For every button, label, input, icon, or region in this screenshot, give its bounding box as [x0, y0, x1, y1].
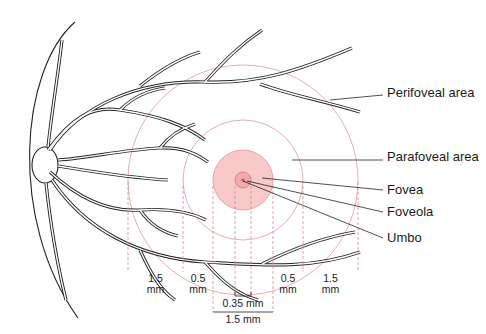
vessel-outline	[58, 166, 168, 180]
region-label: Fovea	[387, 183, 479, 197]
vessel-lumen	[48, 109, 205, 150]
dimension-label: 0.35 mm	[215, 298, 271, 309]
vessel-outline	[120, 88, 165, 110]
vessel-outline	[48, 109, 205, 150]
vessel-lumen	[140, 250, 175, 300]
leader-lines	[243, 95, 383, 238]
vessel-outline	[46, 183, 66, 300]
vessel-lumen	[262, 232, 355, 264]
vessel-lumen	[205, 30, 262, 82]
vessel-outline	[205, 30, 262, 82]
vessel-lumen	[50, 48, 352, 150]
vessel-lumen	[120, 88, 165, 110]
vessel-outline	[260, 84, 360, 112]
vessel-lumen	[260, 84, 360, 112]
dimension-label: 0.5 mm	[276, 273, 300, 295]
vessel-lumen	[58, 166, 168, 180]
vessel-outline	[140, 210, 178, 236]
dimension-brackets	[213, 292, 273, 312]
retinal-vessels	[46, 30, 360, 300]
vessel-outline	[58, 148, 208, 162]
foveola-disc	[235, 172, 251, 188]
dimension-label: 1.5 mm	[215, 314, 271, 325]
vessel-lumen	[140, 52, 200, 86]
vessel-lumen	[160, 124, 195, 148]
region-label: Parafoveal area	[387, 150, 479, 164]
dimension-label: 0.5 mm	[186, 273, 210, 295]
vessel-outline	[140, 52, 200, 86]
vessel-lumen	[140, 210, 178, 236]
dimension-label: 1.5 mm	[144, 273, 168, 295]
vessel-outline	[262, 232, 355, 264]
vessel-outline	[160, 124, 195, 148]
vessel-lumen	[48, 40, 62, 147]
fovea-disc	[213, 150, 273, 210]
vessel-outline	[52, 180, 360, 265]
region-label: Perifoveal area	[387, 86, 479, 100]
globe-outline	[30, 22, 78, 318]
region-label: Foveola	[387, 205, 479, 219]
vessel-lumen	[46, 183, 66, 300]
vessel-outline	[48, 40, 62, 147]
vessel-lumen	[52, 180, 360, 265]
region-label: Umbo	[387, 231, 479, 245]
dimension-label: 1.5 mm	[319, 273, 343, 295]
vessel-lumen	[58, 148, 208, 162]
dimension-lines	[128, 182, 358, 312]
